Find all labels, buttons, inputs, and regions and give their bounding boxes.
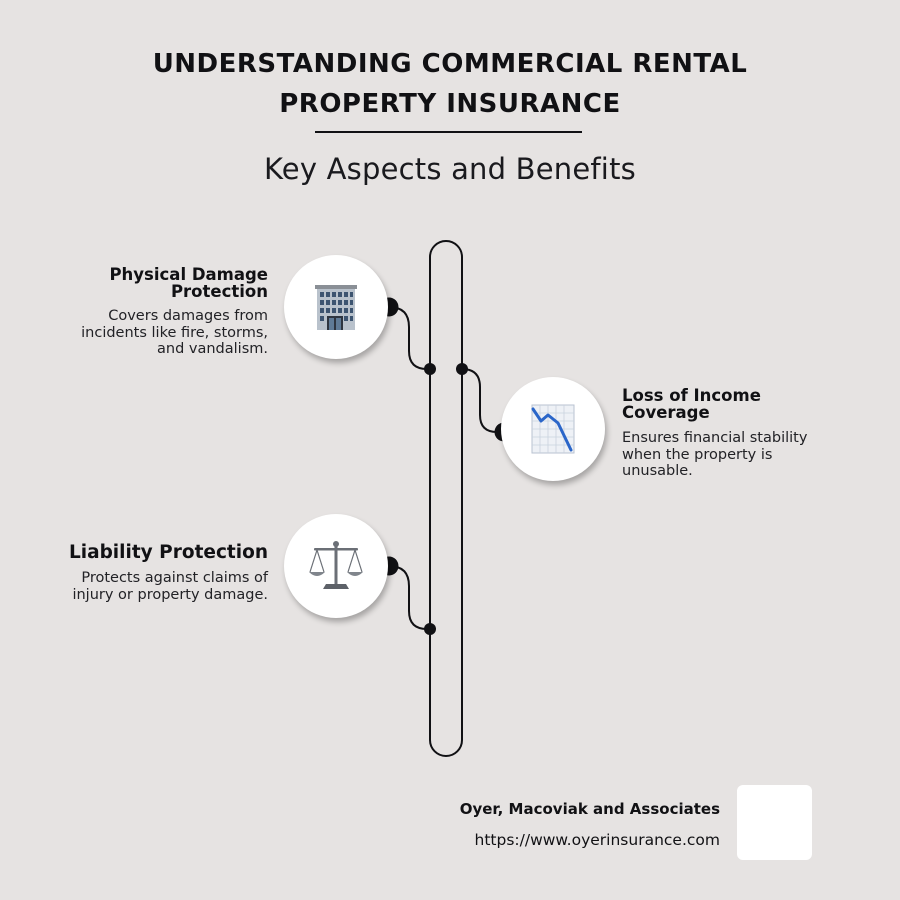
page-title-line-2: PROPERTY INSURANCE bbox=[279, 89, 621, 119]
item-desc-line: when the property is bbox=[622, 446, 773, 463]
connector-dot-liability-track bbox=[424, 623, 436, 635]
page-subtitle: Key Aspects and Benefits bbox=[264, 152, 636, 186]
chart-decreasing-icon bbox=[531, 404, 575, 454]
footer-company-name: Oyer, Macoviak and Associates bbox=[459, 800, 720, 818]
item-title-line: Liability Protection bbox=[68, 542, 268, 563]
connector-physical-damage bbox=[388, 306, 430, 370]
badge-liability bbox=[284, 514, 388, 618]
item-desc-line: Ensures financial stability bbox=[622, 430, 808, 446]
item-desc-line: Covers damages from bbox=[108, 308, 268, 324]
item-title-line: Physical Damage bbox=[109, 265, 268, 284]
item-title-line: Protection bbox=[170, 282, 268, 301]
balance-scale-icon bbox=[309, 541, 363, 589]
title-divider bbox=[315, 131, 582, 133]
item-desc-line: Protects against claims of bbox=[81, 570, 268, 586]
badge-physical-damage bbox=[284, 255, 388, 359]
office-building-icon bbox=[315, 285, 357, 330]
item-desc-line: and vandalism. bbox=[157, 341, 268, 357]
item-title-line: Coverage bbox=[622, 403, 710, 422]
connector-loss-of-income bbox=[461, 368, 504, 433]
connector-liability bbox=[388, 565, 430, 630]
item-title-line: Loss of Income bbox=[622, 386, 761, 405]
item-desc-line: injury or property damage. bbox=[72, 586, 268, 603]
item-desc-loss-of-income: Ensures financial stability when the pro… bbox=[622, 430, 882, 480]
footer-logo-placeholder bbox=[737, 785, 812, 860]
connector-dot-physical-damage-track bbox=[424, 363, 436, 375]
item-desc-physical-damage: Covers damages from incidents like fire,… bbox=[40, 308, 268, 358]
timeline-track bbox=[429, 240, 463, 757]
item-desc-liability: Protects against claims of injury or pro… bbox=[30, 570, 268, 603]
page-title: UNDERSTANDING COMMERCIAL RENTAL PROPERTY… bbox=[0, 44, 900, 124]
item-title-physical-damage: Physical Damage Protection bbox=[60, 266, 268, 300]
item-desc-line: incidents like fire, storms, bbox=[81, 324, 268, 341]
item-desc-line: unusable. bbox=[622, 463, 693, 479]
footer-website-link[interactable]: https://www.oyerinsurance.com bbox=[474, 831, 720, 849]
badge-loss-of-income bbox=[501, 377, 605, 481]
item-title-loss-of-income: Loss of Income Coverage bbox=[622, 387, 862, 421]
connector-dot-loss-of-income-track bbox=[456, 363, 468, 375]
item-title-liability: Liability Protection bbox=[30, 543, 268, 562]
page-title-line-1: UNDERSTANDING COMMERCIAL RENTAL bbox=[152, 49, 748, 79]
